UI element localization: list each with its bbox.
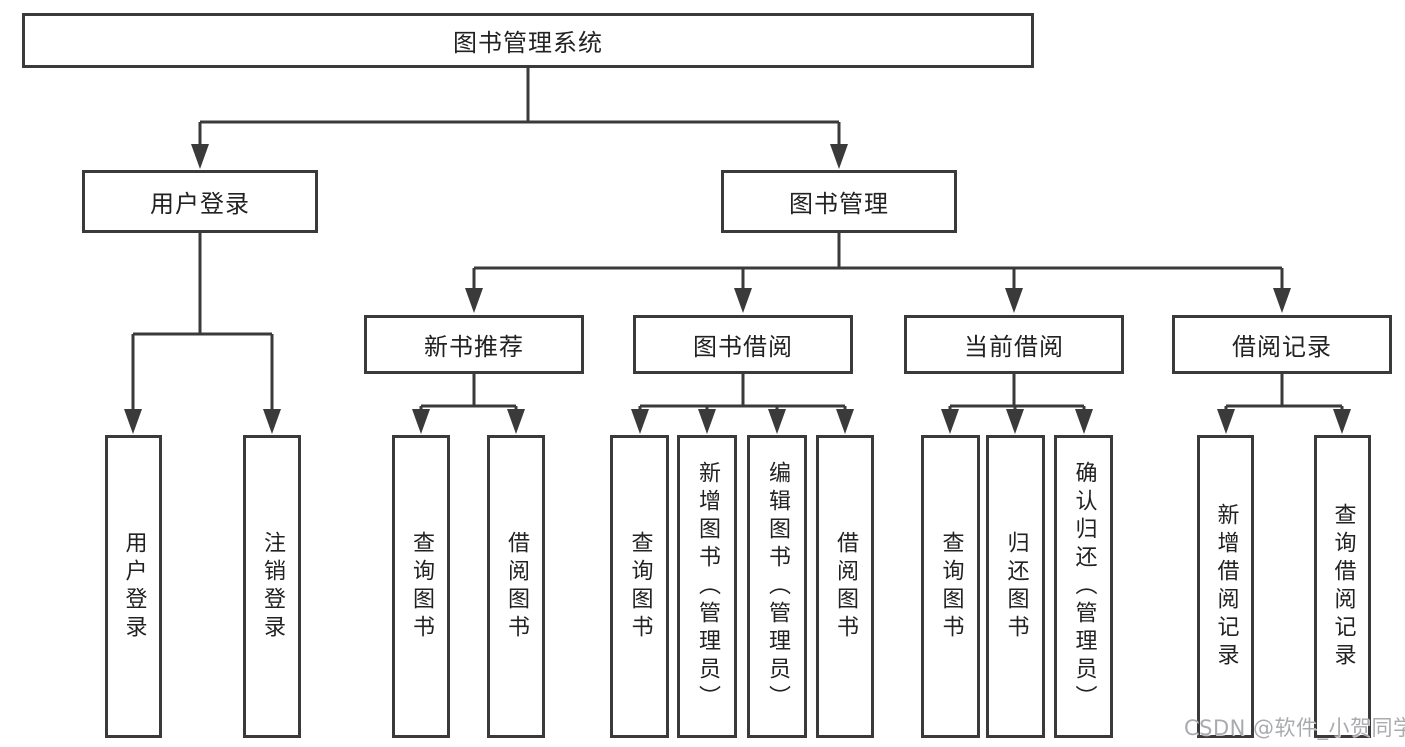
leaf-bb-add-books-admin: 新增图书（管理员） — [677, 435, 737, 738]
node-book-management: 图书管理 — [721, 170, 957, 233]
node-borrowing-records-label: 借阅记录 — [1232, 333, 1332, 361]
leaf-cb-confirm-return-admin-label: 确认归还（管理员） — [1071, 460, 1097, 713]
leaf-nb-query-books-label: 查询图书 — [409, 530, 434, 643]
node-user-login: 用户登录 — [82, 170, 318, 233]
node-current-borrowing: 当前借阅 — [904, 315, 1124, 374]
node-root-label: 图书管理系统 — [453, 29, 603, 57]
node-user-login-label: 用户登录 — [150, 190, 250, 218]
leaf-br-query-record-label: 查询借阅记录 — [1330, 502, 1356, 671]
leaf-cb-return-books: 归还图书 — [986, 435, 1045, 738]
leaf-br-query-record: 查询借阅记录 — [1314, 435, 1371, 738]
leaf-logout-label: 注销登录 — [260, 530, 285, 643]
node-borrowing-records: 借阅记录 — [1172, 315, 1392, 374]
leaf-bb-query-books-label: 查询图书 — [627, 530, 653, 643]
leaf-bb-query-books: 查询图书 — [610, 435, 669, 738]
node-new-book-recommend: 新书推荐 — [364, 315, 584, 374]
leaf-cb-confirm-return-admin: 确认归还（管理员） — [1054, 435, 1113, 738]
leaf-cb-return-books-label: 归还图书 — [1003, 530, 1029, 643]
node-book-management-label: 图书管理 — [789, 190, 889, 218]
leaf-bb-borrow-books: 借阅图书 — [816, 435, 874, 738]
leaf-bb-borrow-books-label: 借阅图书 — [833, 530, 858, 643]
leaf-cb-query-books: 查询图书 — [921, 435, 980, 738]
watermark: CSDN @软件_小贺同学 — [1184, 716, 1405, 740]
leaf-nb-borrow-books: 借阅图书 — [487, 435, 545, 738]
leaf-user-login: 用户登录 — [105, 435, 162, 738]
node-new-book-recommend-label: 新书推荐 — [424, 333, 524, 361]
leaf-nb-query-books: 查询图书 — [392, 435, 450, 738]
leaf-logout: 注销登录 — [243, 435, 301, 738]
leaf-bb-edit-books-admin: 编辑图书（管理员） — [747, 435, 807, 738]
leaf-br-add-record: 新增借阅记录 — [1197, 435, 1254, 738]
node-current-borrowing-label: 当前借阅 — [964, 333, 1064, 361]
leaf-bb-add-books-admin-label: 新增图书（管理员） — [695, 460, 720, 713]
leaf-cb-query-books-label: 查询图书 — [938, 530, 964, 643]
leaf-br-add-record-label: 新增借阅记录 — [1213, 502, 1239, 671]
node-root: 图书管理系统 — [22, 13, 1034, 68]
node-book-borrowing: 图书借阅 — [633, 315, 853, 374]
leaf-bb-edit-books-admin-label: 编辑图书（管理员） — [765, 460, 790, 713]
node-book-borrowing-label: 图书借阅 — [693, 333, 793, 361]
leaf-nb-borrow-books-label: 借阅图书 — [504, 530, 529, 643]
leaf-user-login-label: 用户登录 — [121, 530, 147, 643]
